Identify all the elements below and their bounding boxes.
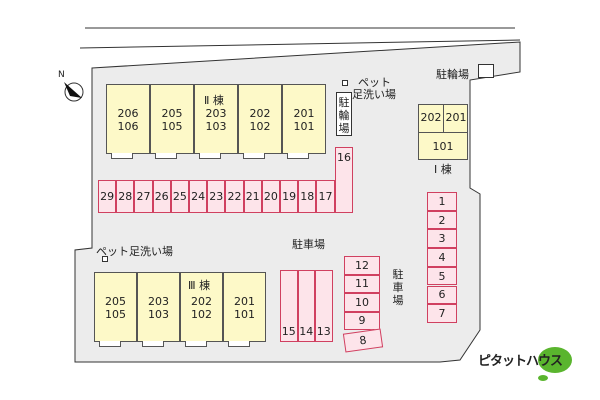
pet-wash-bottom-icon <box>102 256 108 262</box>
parking-space-27: 27 <box>134 180 153 213</box>
unit-top-number: 205 <box>105 295 126 308</box>
unit-top-number: 206 <box>117 107 139 120</box>
unit-bottom-number: 101 <box>293 120 315 133</box>
vertical-char: 駐 <box>338 96 350 109</box>
vertical-char: 車 <box>392 281 404 294</box>
parking-space-22: 22 <box>225 180 244 213</box>
vertical-char: 場 <box>338 122 350 135</box>
parking-space-14: 14 <box>297 270 315 342</box>
parking-space-13: 13 <box>315 270 333 342</box>
parking-space-29: 29 <box>98 180 117 213</box>
parking-space-9: 9 <box>344 311 380 330</box>
parking-space-23: 23 <box>207 180 226 213</box>
bicycle-parking-box: 駐輪場 <box>336 92 352 136</box>
brand-name: ピタットハウス <box>478 354 563 369</box>
unit-entrance <box>185 341 207 347</box>
unit-top-number: 202 <box>249 107 271 120</box>
building-ii-label: Ⅱ 棟 <box>204 94 224 107</box>
unit-top-number: 203 <box>148 295 169 308</box>
unit-bottom-number: 105 <box>105 308 126 321</box>
unit-entrance <box>243 153 265 159</box>
unit-top-number: 205 <box>161 107 183 120</box>
parking-space-24: 24 <box>189 180 208 213</box>
bicycle-parking-top-box <box>478 64 494 78</box>
parking-space-15: 15 <box>280 270 298 342</box>
unit-top-number: 201 <box>234 295 255 308</box>
vertical-char: 場 <box>392 294 404 307</box>
parking-space-16: 16 <box>335 147 353 213</box>
parking-space-21: 21 <box>243 180 262 213</box>
unit-i-201: 201 <box>444 105 468 133</box>
unit-entrance <box>142 341 164 347</box>
north-label: N <box>58 70 65 80</box>
brand-logo-dot-icon <box>538 375 548 381</box>
parking-space-19: 19 <box>280 180 299 213</box>
parking-space-6: 6 <box>427 285 457 305</box>
building-iii-label: Ⅲ 棟 <box>188 279 211 292</box>
unit-i-101: 101 <box>432 140 454 153</box>
parking-space-5: 5 <box>427 266 457 286</box>
unit-i-202: 202 <box>419 105 444 133</box>
unit-entrance <box>199 153 221 159</box>
pet-wash-bottom-label: ペット足洗い場 <box>96 245 173 258</box>
parking-space-25: 25 <box>170 180 189 213</box>
unit-entrance <box>287 153 309 159</box>
pet-wash-top-icon <box>342 80 348 86</box>
bicycle-parking-top-label: 駐輪場 <box>436 68 469 81</box>
unit-bottom-number: 103 <box>148 308 169 321</box>
parking-space-4: 4 <box>427 248 457 267</box>
pet-wash-top-label-2: 足洗い場 <box>352 88 396 101</box>
parking-space-17: 17 <box>316 180 335 213</box>
parking-right-label: 駐車場 <box>392 268 404 307</box>
unit-bottom-number: 103 <box>205 120 227 133</box>
unit-bottom-number: 106 <box>117 120 139 133</box>
unit-top-number: 203 <box>205 107 227 120</box>
parking-space-18: 18 <box>298 180 317 213</box>
vertical-char: 駐 <box>392 268 404 281</box>
building-i-label: Ⅰ 棟 <box>434 163 452 176</box>
parking-space-1: 1 <box>427 192 457 211</box>
unit-entrance <box>155 153 177 159</box>
unit-entrance <box>111 153 133 159</box>
pet-wash-top-label-1: ペット <box>358 76 391 89</box>
parking-center-label: 駐車場 <box>292 238 325 251</box>
north-arrow-icon <box>64 82 84 102</box>
parking-space-10: 10 <box>344 293 380 312</box>
unit-top-number: 202 <box>191 295 212 308</box>
parking-space-12: 12 <box>344 256 380 275</box>
parking-space-2: 2 <box>427 210 457 230</box>
road-line-bottom <box>79 39 521 49</box>
unit-bottom-number: 105 <box>161 120 183 133</box>
unit-bottom-number: 101 <box>234 308 255 321</box>
parking-space-3: 3 <box>427 229 457 249</box>
parking-space-7: 7 <box>427 304 457 323</box>
parking-space-11: 11 <box>344 274 380 293</box>
unit-top-number: 201 <box>293 107 315 120</box>
building-i: 202 201 101 <box>418 104 468 160</box>
brand-logo-icon <box>538 347 572 373</box>
parking-space-26: 26 <box>152 180 171 213</box>
unit-bottom-number: 102 <box>191 308 212 321</box>
unit-entrance <box>228 341 250 347</box>
bicycle-parking-label: 駐輪場 <box>338 96 350 135</box>
unit-bottom-number: 102 <box>249 120 271 133</box>
parking-space-28: 28 <box>116 180 135 213</box>
unit-entrance <box>99 341 121 347</box>
parking-space-20: 20 <box>261 180 280 213</box>
vertical-char: 輪 <box>338 109 350 122</box>
